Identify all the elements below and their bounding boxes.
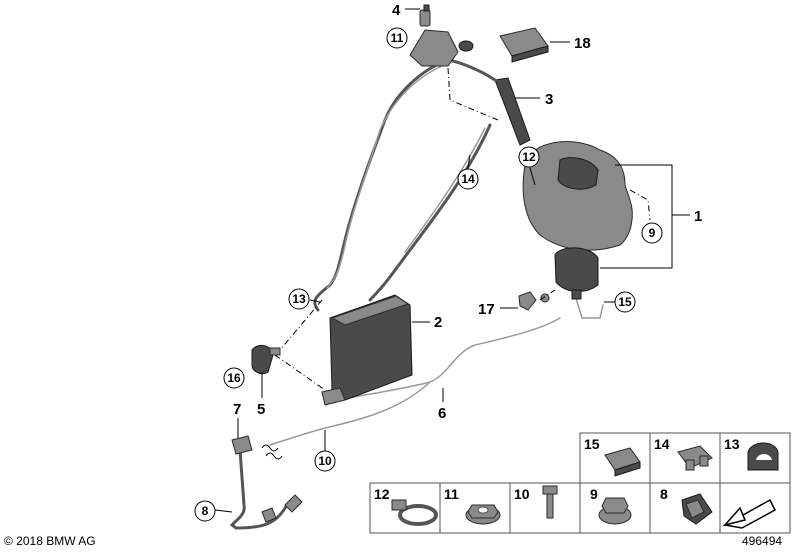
- callout-18: 18: [574, 35, 591, 52]
- thumb-nut-9: [598, 497, 632, 525]
- vent-line-14-inner: [404, 127, 486, 253]
- callout-4: 4: [392, 2, 401, 19]
- parts-table: 15 14 13 12 11 10 9 8: [369, 432, 791, 534]
- connector-4: [419, 4, 431, 27]
- table-label-13: 13: [724, 436, 740, 452]
- guide-line-11: [447, 67, 499, 121]
- line-8: [229, 448, 294, 530]
- svg-text:11: 11: [391, 31, 404, 45]
- vent-line-14: [368, 123, 492, 302]
- bracket-15: [571, 289, 604, 319]
- squiggle-break: [261, 444, 283, 460]
- svg-text:15: 15: [618, 295, 632, 309]
- leader-1: [600, 164, 690, 269]
- callout-15: 15: [614, 291, 636, 313]
- table-label-14: 14: [654, 436, 670, 452]
- callout-17: 17: [478, 301, 495, 318]
- guide-line-5: [274, 354, 326, 391]
- guide-line-2: [279, 299, 323, 351]
- svg-text:13: 13: [292, 292, 306, 306]
- thumb-clip-15: [604, 447, 641, 477]
- thumb-clip-14: [677, 445, 713, 471]
- tank-1: [522, 141, 633, 303]
- callout-3: 3: [545, 91, 553, 108]
- callout-12: 12: [518, 146, 540, 168]
- guide-line-9: [629, 189, 651, 221]
- filler-hose-outer: [313, 58, 450, 312]
- thumb-clamp-12: [391, 499, 438, 526]
- svg-text:12: 12: [522, 150, 536, 164]
- thumb-grommet-13: [747, 442, 779, 471]
- diagram-number: 496494: [742, 534, 782, 548]
- thumb-clip-8: [681, 493, 713, 525]
- callout-9: 9: [641, 222, 663, 244]
- copyright-text: © 2018 BMW AG: [4, 534, 96, 548]
- table-label-9: 9: [590, 486, 598, 502]
- svg-text:16: 16: [227, 371, 241, 385]
- thumb-nut-11: [465, 504, 501, 525]
- leader-14: [467, 154, 471, 169]
- valve-16-5: [251, 344, 281, 375]
- table-label-10: 10: [514, 486, 530, 502]
- callout-6: 6: [438, 405, 446, 422]
- clip-7: [231, 435, 253, 455]
- callout-10: 10: [314, 450, 336, 472]
- filler-neck-3: [494, 77, 531, 146]
- svg-text:10: 10: [318, 454, 332, 468]
- table-label-12: 12: [374, 486, 390, 502]
- table-label-11: 11: [444, 486, 459, 502]
- leader-8: [214, 509, 233, 513]
- svg-text:9: 9: [649, 226, 656, 240]
- line-6-lower: [269, 381, 431, 446]
- svg-text:8: 8: [202, 504, 209, 518]
- filler-pipe-head: [446, 58, 497, 82]
- filler-head-11: [409, 29, 474, 67]
- callout-16: 16: [223, 367, 245, 389]
- canister-2: [321, 294, 413, 406]
- plug-8: [261, 494, 303, 523]
- guide-line-17: [539, 289, 556, 301]
- table-label-8: 8: [660, 486, 668, 502]
- thumb-bolt-10: [542, 485, 558, 519]
- callout-2: 2: [434, 314, 442, 331]
- callout-5: 5: [257, 401, 265, 418]
- line-6: [339, 317, 561, 401]
- callout-7: 7: [233, 401, 241, 418]
- thumb-arrow-icon: [722, 498, 776, 529]
- svg-text:14: 14: [461, 172, 475, 186]
- callout-11: 11: [386, 27, 408, 49]
- callout-13: 13: [288, 288, 310, 310]
- control-unit-18: [499, 27, 549, 63]
- leader-13: [309, 299, 321, 303]
- callout-8: 8: [194, 500, 216, 522]
- table-label-15: 15: [584, 436, 600, 452]
- callout-1: 1: [694, 208, 702, 225]
- callout-14: 14: [457, 168, 479, 190]
- sensor-17: [518, 291, 537, 311]
- leader-12: [529, 167, 536, 186]
- filler-hose-inner: [326, 65, 443, 289]
